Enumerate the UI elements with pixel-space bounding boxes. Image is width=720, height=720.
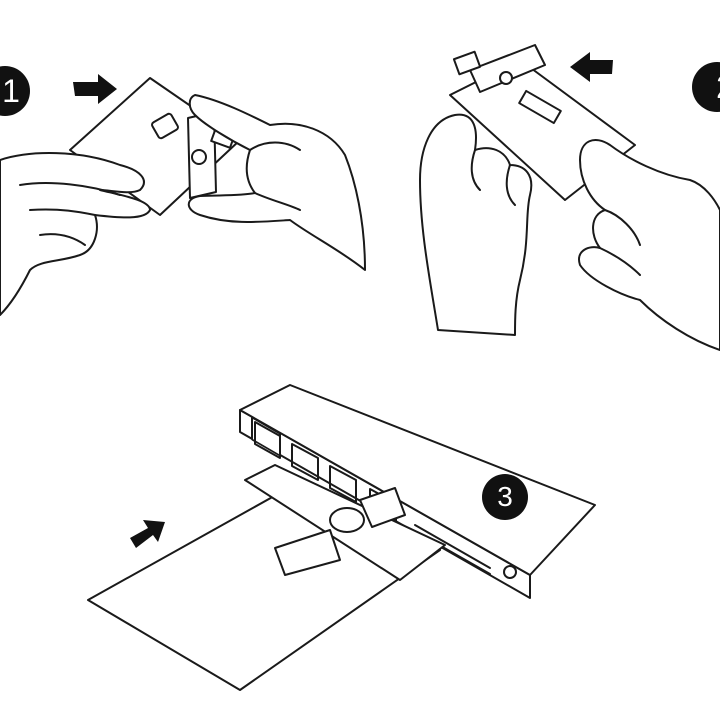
arrow-left-icon [570, 52, 613, 82]
step-1-illustration [0, 74, 366, 316]
arrow-right-icon [130, 520, 165, 548]
usb-card-reader [469, 44, 546, 93]
laptop-base [239, 384, 596, 576]
step-number: 1 [2, 72, 20, 109]
right-hand [578, 139, 720, 351]
usb-connector [452, 50, 482, 76]
left-hand [419, 113, 533, 336]
step-3-illustration [87, 384, 596, 691]
step-3-badge: 3 [482, 474, 528, 520]
step-2-illustration [419, 44, 720, 351]
arrow-right-icon [73, 74, 117, 104]
card-chip [151, 112, 179, 140]
right-hand [187, 94, 366, 271]
left-hand [0, 152, 151, 316]
step-number: 3 [497, 481, 513, 512]
step-number: 2 [716, 69, 720, 106]
